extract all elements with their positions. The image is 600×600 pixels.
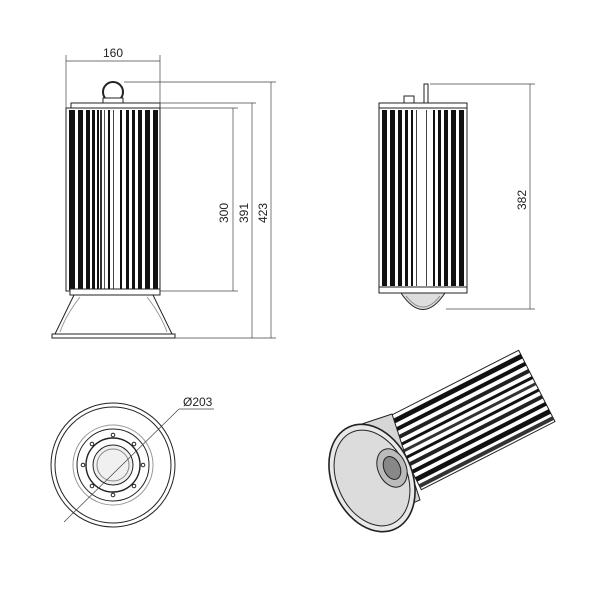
lens-center	[92, 444, 134, 486]
iso-heatsink	[384, 349, 556, 491]
led-ring	[85, 437, 141, 493]
heatsink-fins	[65, 107, 161, 292]
front-view	[51, 81, 176, 339]
mid-ring	[72, 424, 154, 506]
bracket	[423, 83, 429, 105]
dim-diameter-203: Ø203	[183, 395, 213, 409]
dim-300: 300	[217, 203, 231, 223]
bolt-holes	[80, 432, 146, 498]
lens-dome	[400, 292, 446, 310]
dim-160: 160	[103, 46, 123, 60]
bottom-view	[50, 402, 214, 528]
dim-391: 391	[237, 203, 251, 223]
side-heatsink-fins	[378, 107, 468, 289]
reflector-front	[54, 294, 173, 335]
fin-bottom-ring	[69, 288, 161, 296]
dim-382: 382	[515, 190, 529, 210]
diameter-leader	[63, 408, 180, 523]
side-dimensions	[430, 83, 535, 310]
isometric-view	[328, 349, 556, 533]
front-dimensions	[65, 55, 276, 339]
side-view	[378, 83, 468, 310]
dim-423: 423	[256, 203, 270, 223]
